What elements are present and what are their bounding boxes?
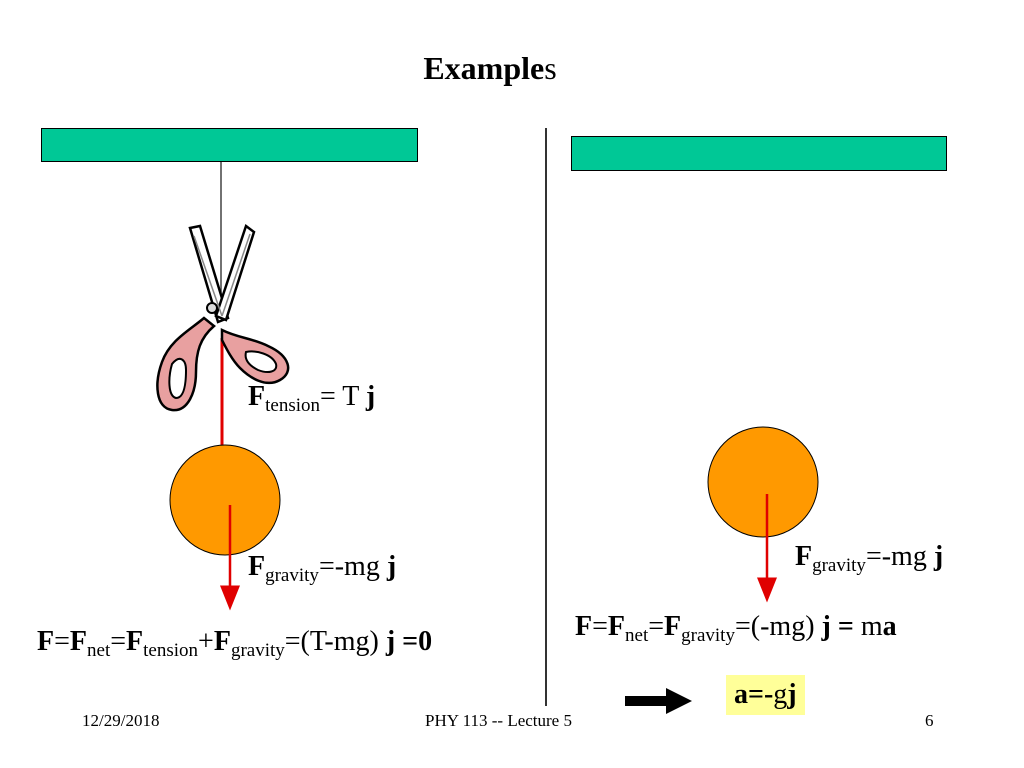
left-gravity-label: Fgravity=-mg j [248,551,397,586]
left-ball [169,444,281,556]
center-divider [545,128,547,706]
right-ball [707,426,819,538]
right-net-force-equation: F=Fnet=Fgravity=(-mg) j = ma [575,611,897,646]
footer-page-number: 6 [925,711,934,730]
acceleration-answer-box: a=-gj [726,675,805,715]
scissors-icon [156,223,290,412]
right-ceiling-bar [571,136,947,171]
right-gravity-label: Fgravity=-mg j [795,541,944,576]
footer-date: 12/29/2018 [82,711,160,730]
left-ceiling-bar [41,128,418,162]
footer-course: PHY 113 -- Lecture 5 [425,711,572,730]
right-arrow-icon [625,688,692,714]
left-net-force-equation: F=Fnet=Ftension+Fgravity=(T-mg) j =0 [37,626,433,661]
slide-title: Examples [423,50,557,86]
tension-label: Ftension= T j [248,381,376,416]
